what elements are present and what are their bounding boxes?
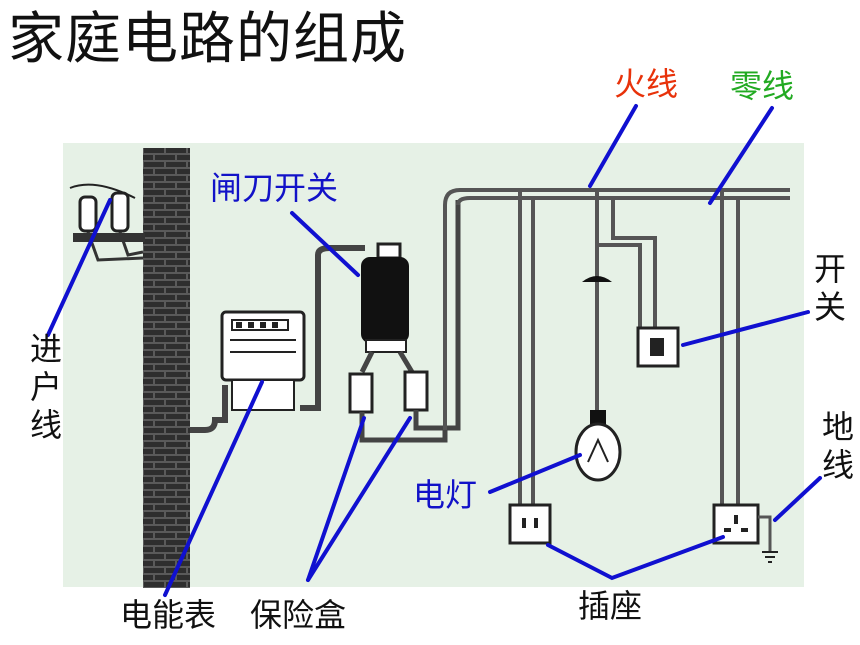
label-switch: 开关 xyxy=(813,250,846,326)
insulator-bracket xyxy=(69,183,145,262)
label-service-entrance: 进户线 xyxy=(29,330,62,444)
wall-switch xyxy=(636,326,680,368)
label-neutral-wire: 零线 xyxy=(730,67,795,105)
label-energy-meter: 电能表 xyxy=(120,596,217,634)
pointer-jinhuxian xyxy=(46,198,112,337)
page-title: 家庭电路的组成 xyxy=(8,7,407,72)
pointer-huoxian xyxy=(588,104,638,188)
pointer-lines xyxy=(46,104,822,597)
label-socket: 插座 xyxy=(578,587,643,625)
lamp xyxy=(574,276,622,482)
energy-meter xyxy=(220,310,306,411)
pointer-baoxianhe-left xyxy=(306,416,366,582)
socket-two-pin xyxy=(508,503,552,545)
pointer-zhadao xyxy=(290,211,360,277)
socket-three-pin xyxy=(712,503,778,563)
knife-switch xyxy=(361,242,409,353)
branch-wires xyxy=(518,192,740,505)
pointer-diannengbiao xyxy=(163,380,264,597)
label-ground-wire: 地线 xyxy=(821,408,854,484)
pointer-baoxianhe-right xyxy=(306,416,412,582)
pointer-lingxian xyxy=(708,106,774,205)
label-fuse-box: 保险盒 xyxy=(250,596,347,634)
label-knife-switch: 闸刀开关 xyxy=(210,169,339,207)
main-wires xyxy=(443,188,790,430)
pointer-kaiguan xyxy=(681,310,810,347)
label-lamp: 电灯 xyxy=(413,476,478,514)
label-fire-wire: 火线 xyxy=(614,65,679,103)
pointer-chazuo xyxy=(546,535,725,581)
pointer-dixian xyxy=(773,476,822,522)
fuse-boxes xyxy=(348,200,461,443)
brick-wall xyxy=(143,148,190,588)
pointer-diandeng xyxy=(488,453,582,494)
incoming-cable xyxy=(190,385,228,433)
